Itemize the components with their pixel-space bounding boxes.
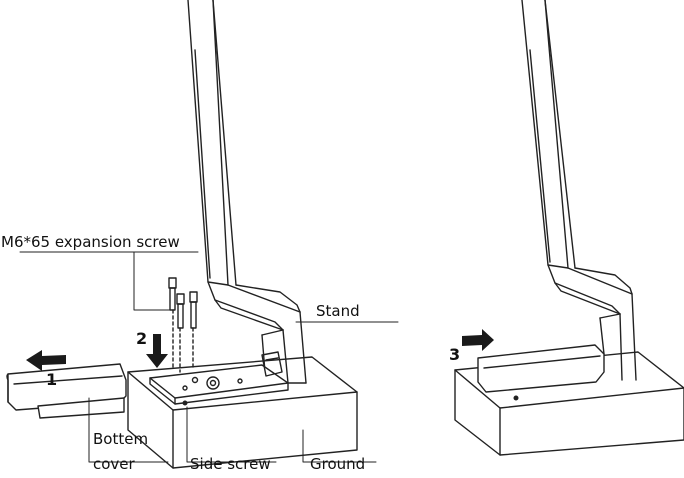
leader-lines-left — [19, 251, 399, 463]
step-1-number: 1 — [46, 370, 58, 389]
cover-label: cover — [93, 455, 135, 473]
bottom-label: Bottem — [93, 430, 149, 448]
stand-label: Stand — [316, 302, 360, 320]
stand-left — [149, 0, 307, 406]
step-1-arrow — [26, 350, 66, 371]
step-2-arrow — [146, 334, 168, 368]
step-3-number: 3 — [449, 345, 461, 364]
expansion-screws — [168, 277, 198, 373]
step-2-number: 2 — [136, 329, 148, 348]
bottom-cover — [6, 363, 127, 419]
ground-label: Ground — [310, 455, 366, 473]
step-3-arrow — [462, 329, 494, 351]
side-screw-label: Side screw — [190, 455, 271, 473]
expansion-screw-label: M6*65 expansion screw — [1, 233, 180, 251]
stand-right — [477, 0, 637, 401]
